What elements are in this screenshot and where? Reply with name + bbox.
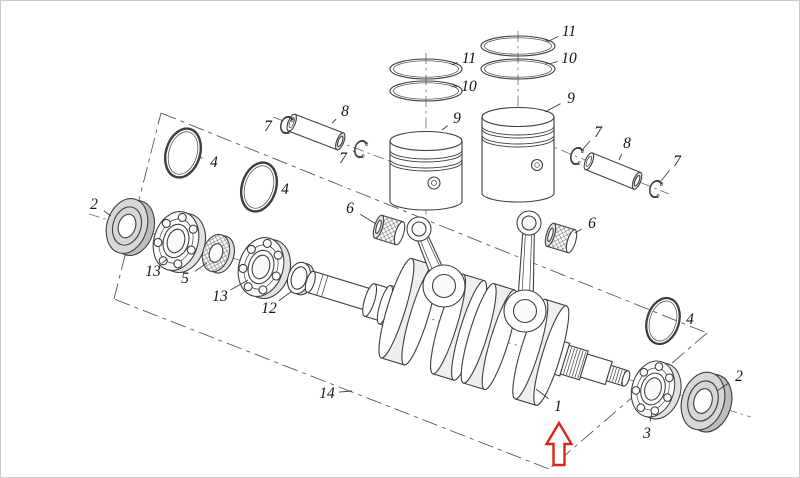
part-9-piston-left (389, 130, 463, 211)
callout-label-5-18: 5 (181, 270, 189, 287)
callout-label-8-7: 8 (623, 135, 631, 152)
callout-label-3-25: 3 (642, 425, 651, 442)
callout-leader-7-11 (660, 170, 670, 182)
callout-leader-1-24 (535, 388, 549, 400)
callout-label-7-11: 7 (673, 153, 682, 170)
callout-leader-11-0 (453, 62, 459, 65)
callout-leader-8-7 (618, 153, 623, 161)
callout-leader-11-2 (546, 35, 559, 43)
callout-leader-9-5 (544, 103, 561, 113)
part-11-piston-ring-upper-right (480, 35, 556, 57)
callout-label-13-17: 13 (145, 263, 161, 280)
callout-label-14-23: 14 (319, 385, 335, 402)
callout-label-4-13: 4 (281, 181, 289, 198)
part-9-piston-right (481, 106, 555, 203)
part-10-piston-ring-lower-right (480, 58, 556, 80)
callout-leader-12-20 (278, 290, 293, 302)
callout-label-7-9: 7 (339, 150, 348, 167)
callout-leader-10-3 (548, 61, 558, 65)
callout-label-2-15: 2 (90, 196, 98, 213)
callout-leader-9-4 (441, 125, 448, 131)
callout-leader-13-17 (161, 258, 168, 264)
callout-label-6-22: 6 (588, 215, 596, 232)
callout-leader-2-15 (103, 210, 112, 217)
callout-leader-6-22 (574, 228, 582, 234)
callout-label-10-1: 10 (461, 78, 477, 95)
callout-label-9-5: 9 (567, 90, 575, 107)
callout-label-2-16: 2 (735, 368, 743, 385)
callout-leader-7-10 (582, 140, 591, 150)
callout-label-7-8: 7 (264, 118, 273, 135)
callout-label-7-10: 7 (594, 124, 603, 141)
callout-leader-14-23 (338, 390, 353, 393)
callout-label-13-19: 13 (212, 288, 228, 305)
callout-leader-6-21 (359, 213, 377, 225)
callout-label-11-0: 11 (462, 50, 476, 67)
callout-label-10-3: 10 (561, 50, 577, 67)
callout-label-8-6: 8 (341, 103, 349, 120)
connecting-rod-left (406, 216, 466, 308)
callout-leader-2-16 (716, 382, 730, 392)
callout-leader-4-12 (198, 156, 203, 159)
callout-label-9-4: 9 (453, 110, 461, 127)
callout-leader-13-19 (230, 279, 249, 291)
callout-leader-5-18 (194, 262, 208, 272)
highlight-arrow (544, 420, 574, 467)
callout-label-4-14: 4 (686, 311, 694, 328)
callout-leader-7-9 (352, 150, 355, 152)
part-10-piston-ring-lower-left (389, 80, 463, 102)
callout-leader-8-6 (331, 118, 337, 124)
part-1-crankshaft (304, 257, 631, 406)
callout-label-12-20: 12 (261, 300, 277, 317)
callout-label-1-24: 1 (554, 398, 562, 415)
callout-label-6-21: 6 (346, 200, 354, 217)
connecting-rod-right (503, 210, 547, 333)
callout-label-11-2: 11 (562, 23, 576, 40)
callout-label-4-12: 4 (210, 154, 218, 171)
callout-leader-3-25 (649, 412, 653, 422)
